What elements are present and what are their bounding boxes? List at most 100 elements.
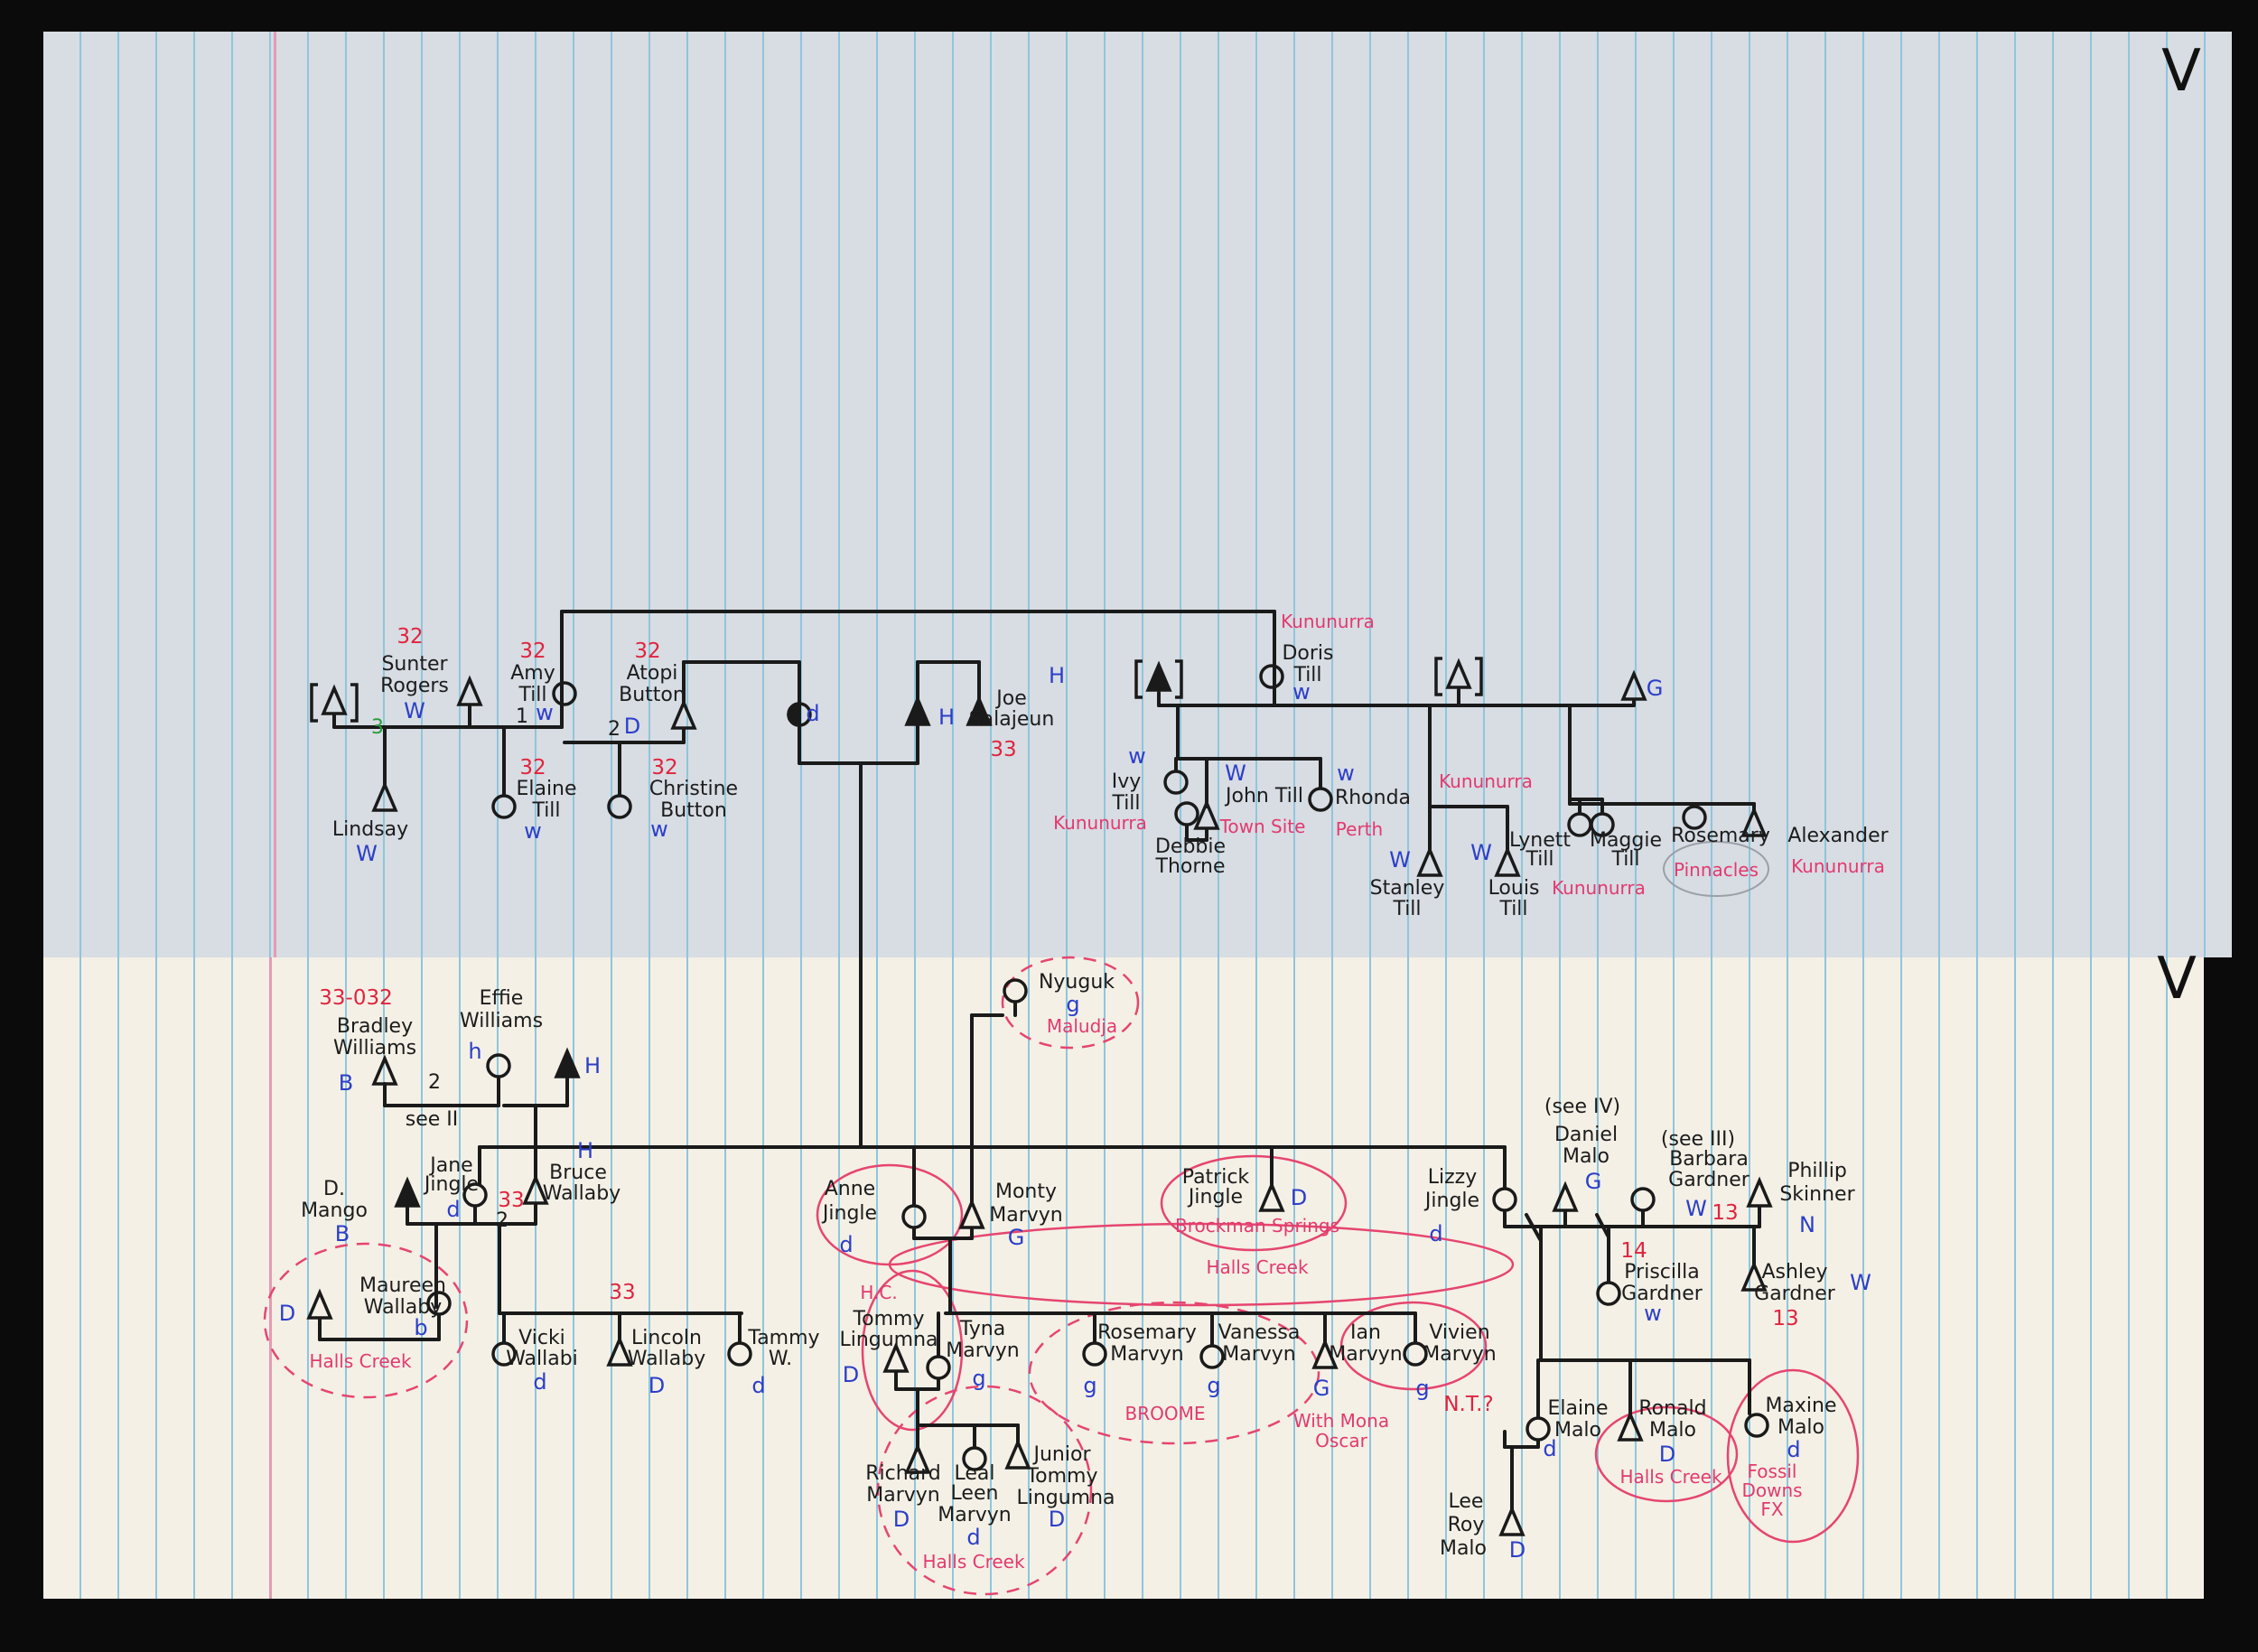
patrick-jingle-name: Patrick (1182, 1166, 1250, 1189)
tammy-w-name: Tammy (747, 1327, 819, 1349)
margin-line (274, 32, 276, 957)
generation-number: 32 (519, 639, 546, 663)
john-till-name: John Till (1224, 785, 1303, 807)
group-code: W (1850, 1270, 1871, 1295)
monty-marvyn-name: Monty (995, 1181, 1057, 1203)
richard-marvyn-name: Marvyn (866, 1484, 940, 1507)
group-code: G (1647, 676, 1664, 701)
deceased-male-symbol-icon (1145, 660, 1172, 692)
maggie-till-name: Till (1610, 848, 1639, 871)
group-code: d (966, 1525, 980, 1550)
group-code: H (584, 1053, 601, 1078)
male-symbol-icon (1311, 1338, 1339, 1369)
vivien-marvyn-name: Marvyn (1423, 1343, 1497, 1366)
female-symbol-icon (1596, 1281, 1621, 1306)
bracket-icon (310, 683, 359, 723)
group-code: w (524, 818, 542, 844)
male-symbol-icon (1620, 669, 1647, 701)
location-grouping-loop (1339, 1301, 1488, 1391)
location-grouping-loop (876, 1385, 1093, 1596)
generation-number: 14 (1620, 1239, 1647, 1263)
atopi-button-name: Button (619, 684, 686, 706)
lee-roy-malo-name: Roy (1448, 1514, 1485, 1536)
location-grouping-loop (1594, 1405, 1739, 1503)
group-code: G (1008, 1225, 1025, 1250)
bottom-sheet (43, 957, 2204, 1599)
phillip-skinner-name: Phillip (1787, 1160, 1847, 1182)
deceased-male-symbol-icon (394, 1176, 421, 1208)
male-symbol-icon (904, 1442, 931, 1474)
female-symbol-icon (552, 681, 577, 706)
place-label: Town Site (1219, 816, 1306, 837)
maureen-wallaby-name: Wallaby (364, 1296, 443, 1319)
bracket-icon (1134, 659, 1183, 699)
male-symbol-icon (606, 1335, 633, 1367)
junior-tommy-lingumna-name: Junior (1032, 1443, 1092, 1466)
place-label: Maludja (1047, 1015, 1117, 1037)
tyna-marvyn-name: Marvyn (946, 1339, 1020, 1362)
amy-till-name: Amy (510, 662, 555, 685)
ronald-malo-name: Ronald (1638, 1397, 1706, 1420)
alexander-name: Alexander (1787, 825, 1889, 847)
generation-number: 33 (990, 738, 1016, 761)
female-symbol-icon (1199, 1344, 1225, 1369)
deceased-male-symbol-icon (904, 695, 931, 726)
barbara-gardner-name: Barbara (1669, 1148, 1749, 1171)
place-label: Halls Creek (1619, 1466, 1722, 1488)
group-code: d (751, 1373, 765, 1398)
group-code: w (536, 700, 554, 725)
kinship-line (1595, 1213, 1610, 1237)
female-symbol-icon (1174, 801, 1199, 826)
group-code: D (1049, 1507, 1065, 1532)
lincoln-wallaby-name: Wallaby (628, 1348, 706, 1370)
location-grouping-loop (888, 1222, 1515, 1307)
male-symbol-icon (522, 1173, 549, 1205)
elaine-till-name: Till (531, 799, 560, 822)
rosemary-marvyn-name: Marvyn (1110, 1343, 1184, 1366)
place-label: Downs (1741, 1479, 1802, 1501)
generation-number: 32 (651, 756, 677, 779)
male-symbol-icon (1445, 658, 1472, 689)
generation-number: 33-032 (319, 986, 392, 1010)
ronald-malo-name: Malo (1649, 1419, 1696, 1442)
place-label: Oscar (1315, 1430, 1367, 1451)
ivy-till-name: Ivy (1112, 770, 1142, 793)
group-code: W (356, 841, 378, 866)
group-code: w (1337, 761, 1355, 786)
group-code: g (1207, 1373, 1220, 1398)
lee-roy-malo-name: Lee (1449, 1490, 1484, 1513)
female-symbol-icon (1567, 812, 1592, 837)
atopi-button-name: 2 (608, 718, 620, 741)
place-label: H.C. (860, 1282, 897, 1303)
male-symbol-icon (882, 1341, 910, 1373)
male-symbol-icon (1740, 806, 1768, 837)
female-symbol-icon (1492, 1187, 1517, 1212)
barbara-gardner-note: (see III) (1661, 1128, 1735, 1151)
group-code: w (1128, 743, 1146, 769)
louis-till-name: Till (1498, 898, 1527, 920)
group-code: g (1066, 992, 1079, 1017)
joe-salajeun-name: Joe (994, 687, 1026, 710)
generation-number: 33 (609, 1281, 635, 1304)
tammy-w-name: W. (769, 1348, 792, 1370)
sheet-mark: V (2161, 38, 2201, 105)
jane-jingle-name: Jingle (423, 1173, 479, 1196)
place-label: Halls Creek (1206, 1256, 1309, 1278)
group-code: d (839, 1232, 853, 1257)
atopi-button-name: Atopi (627, 662, 678, 685)
generation-number: 32 (519, 756, 546, 779)
daniel-malo-name: Daniel (1554, 1124, 1618, 1146)
female-symbol-icon (1082, 1341, 1107, 1367)
group-code: N (1799, 1212, 1815, 1237)
group-code: g (1083, 1373, 1096, 1398)
joe-salajeun-name: Salajeun (969, 708, 1055, 731)
priscilla-gardner-name: Priscilla (1624, 1261, 1699, 1283)
effie-williams-name: Williams (460, 1010, 543, 1032)
rhonda-name: Rhonda (1335, 787, 1411, 809)
female-symbol-icon (926, 1355, 951, 1380)
vicki-wallabi-name: Wallabi (506, 1348, 578, 1370)
kinship-line (1525, 1213, 1542, 1241)
location-grouping-loop (1028, 1301, 1320, 1445)
leal-leen-marvyn-name: Leal (955, 1462, 995, 1485)
